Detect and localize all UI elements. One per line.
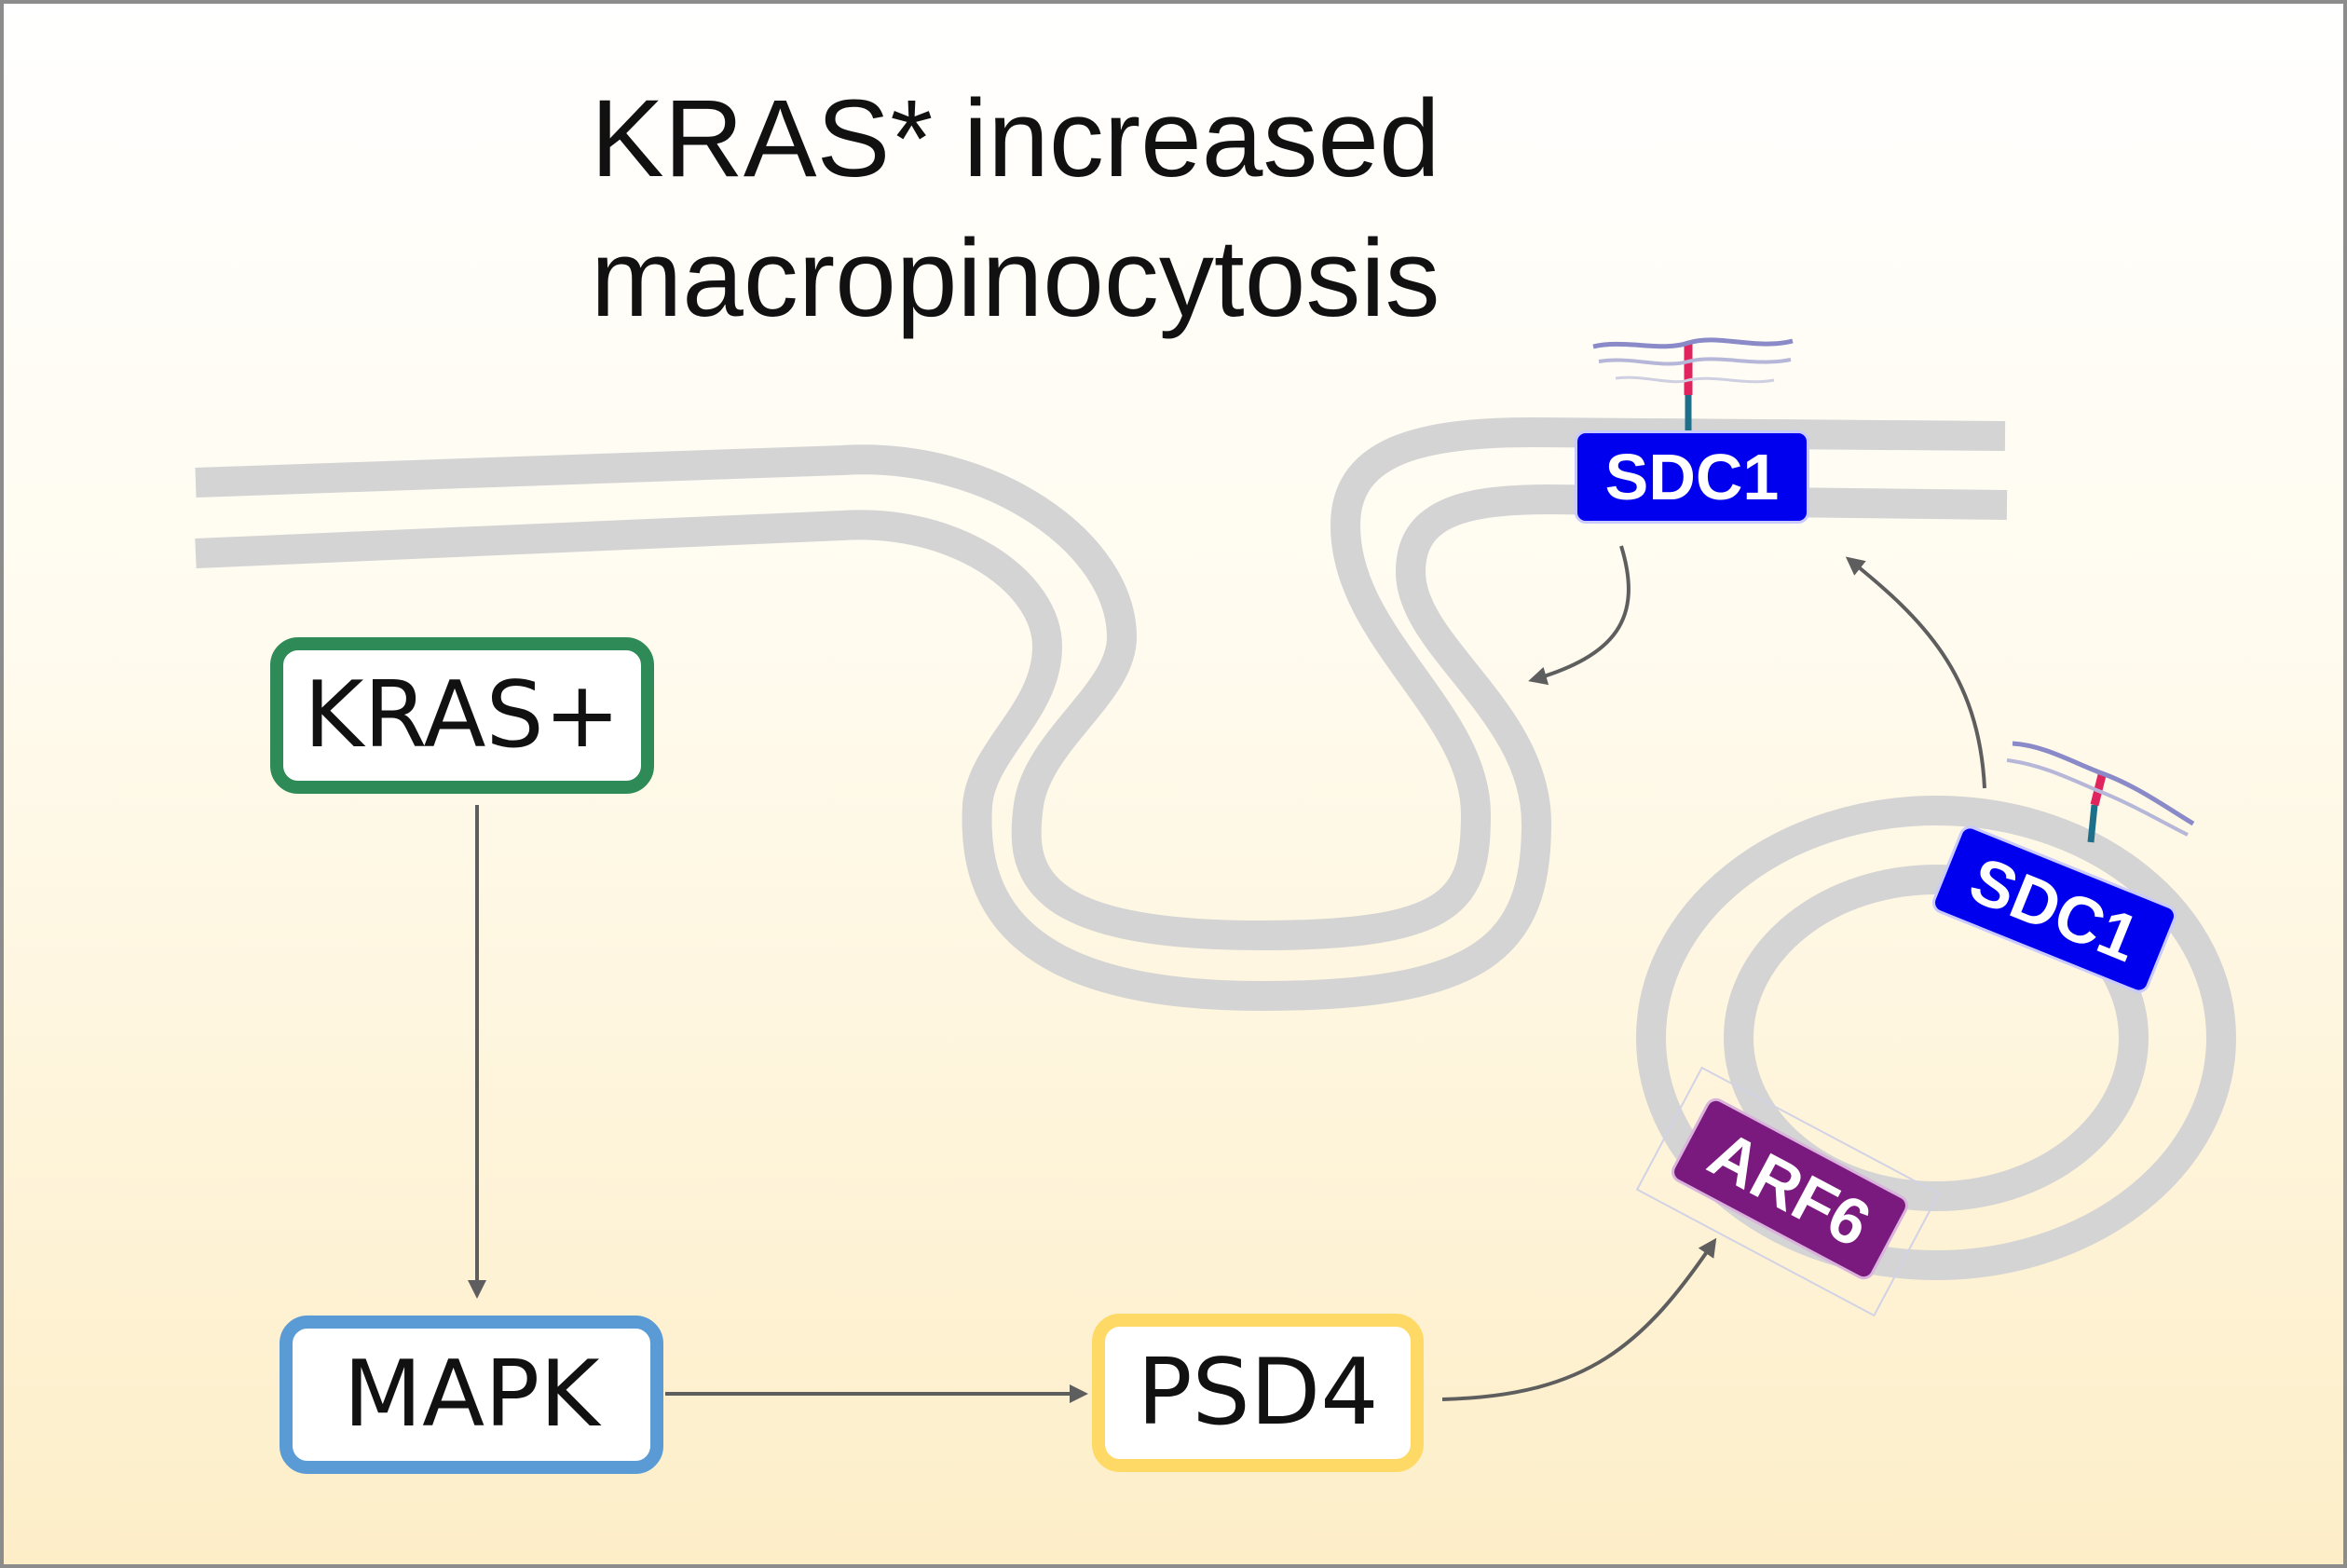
membrane-inner-leaflet — [195, 484, 2008, 1011]
psd4-node: PSD4 — [1092, 1314, 1424, 1472]
pathway-diagram — [195, 337, 2236, 1403]
sdc1-membrane-label: SDC1 — [1604, 441, 1780, 513]
vesicle — [1636, 796, 2236, 1280]
plasma-membrane — [195, 417, 2008, 1011]
kras-label: KRAS+ — [304, 662, 621, 769]
title-line-2: macropinocytosis — [591, 217, 1440, 340]
vesicle-outer-ring — [1636, 796, 2236, 1280]
kras-node: KRAS+ — [270, 637, 654, 794]
mapk-node: MAPK — [280, 1316, 663, 1474]
diagram-title: KRAS* increased macropinocytosis — [591, 69, 1522, 348]
membrane-outer-leaflet — [195, 417, 2006, 950]
title-line-1: KRAS* increased — [591, 77, 1440, 200]
psd4-label: PSD4 — [1137, 1340, 1379, 1446]
arrow-sdc1-internalization — [1528, 545, 1631, 686]
vesicle-inner-ring — [1724, 865, 2149, 1211]
arrow-psd4-to-arf6 — [1441, 1237, 1717, 1401]
sdc1-membrane-tag: SDC1 — [1575, 430, 1809, 524]
mapk-label: MAPK — [343, 1342, 600, 1448]
sdc1-ectodomain-vesicle — [2006, 741, 2195, 843]
sdc1-ectodomain-top — [1592, 337, 1794, 434]
arrow-vesicle-to-membrane — [1845, 556, 1986, 789]
